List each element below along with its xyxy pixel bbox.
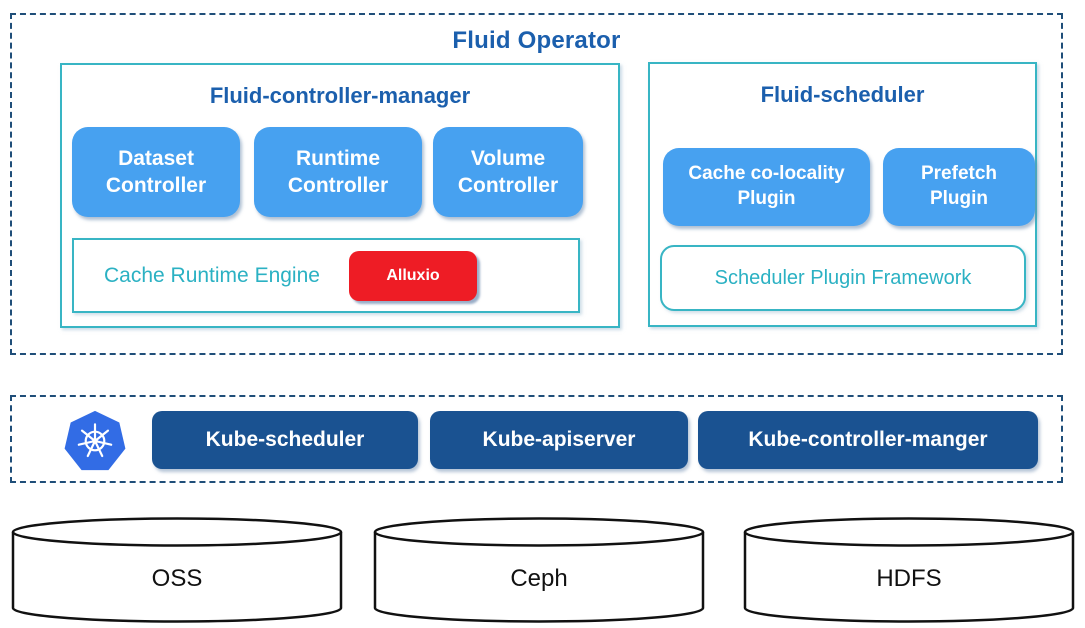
fluid-scheduler-box: Fluid-scheduler Cache co-locality Plugin… [648,62,1037,327]
cylinder-shape [743,517,1075,623]
scheduler-plugin-framework-box: Scheduler Plugin Framework [660,245,1026,311]
kube-controller-manager-node: Kube-controller-manger [698,411,1038,469]
cylinder-shape [373,517,705,623]
kubernetes-layer-container: Kube-scheduler Kube-apiserver Kube-contr… [10,395,1063,483]
alluxio-node: Alluxio [349,251,477,301]
storage-cylinder-oss: OSS [10,515,344,625]
fluid-operator-container: Fluid Operator Fluid-controller-manager … [10,13,1063,355]
storage-label-oss: OSS [151,565,203,592]
volume-controller-node: Volume Controller [433,127,583,217]
runtime-controller-node: Runtime Controller [254,127,422,217]
kube-apiserver-node: Kube-apiserver [430,411,688,469]
storage-cylinder-ceph: Ceph [372,515,706,625]
fluid-scheduler-title: Fluid-scheduler [760,82,925,107]
fluid-controller-manager-box: Fluid-controller-manager Dataset Control… [60,63,620,328]
cylinder-shape [11,517,343,623]
fluid-operator-title: Fluid Operator [452,27,621,54]
cache-runtime-engine-label: Cache Runtime Engine [104,263,320,287]
storage-cylinder-hdfs: HDFS [742,515,1076,625]
dataset-controller-node: Dataset Controller [72,127,240,217]
cache-co-locality-plugin-node: Cache co-locality Plugin [663,148,870,226]
storage-label-hdfs: HDFS [876,565,942,592]
storage-label-ceph: Ceph [510,565,568,592]
prefetch-plugin-node: Prefetch Plugin [883,148,1035,226]
fluid-controller-manager-title: Fluid-controller-manager [209,83,471,108]
kube-scheduler-node: Kube-scheduler [152,411,418,469]
cache-runtime-engine-box: Cache Runtime Engine Alluxio [72,238,580,313]
kubernetes-icon [64,410,126,471]
